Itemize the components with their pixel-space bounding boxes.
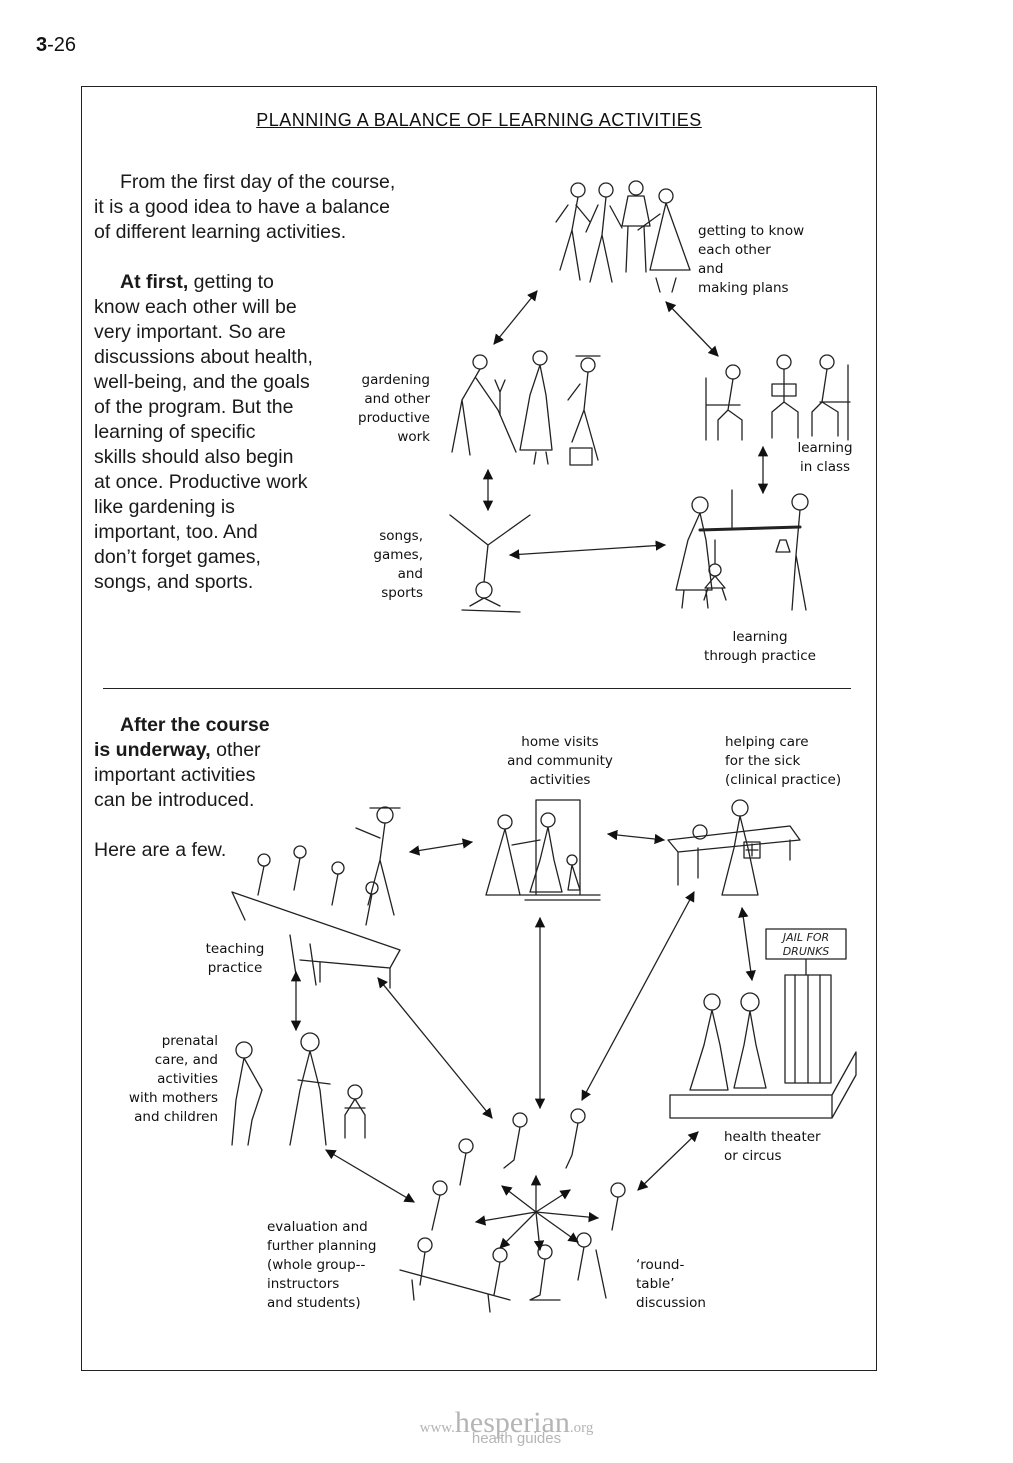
first-paragraph-line-11: important, too. And [94, 521, 258, 543]
label-roundtable: ‘round-table’discussion [636, 1257, 706, 1311]
after-line-2: is underway, other [94, 739, 261, 761]
after-here-are-few: Here are a few. [94, 839, 227, 861]
after-line-4: can be introduced. [94, 789, 255, 811]
after-line-1: After the course [120, 714, 270, 736]
first-paragraph-line-7: learning of specific [94, 421, 256, 443]
content-frame [81, 86, 877, 1371]
first-paragraph-line-5: well-being, and the goals [94, 371, 310, 393]
first-paragraph-line-12: don’t forget games, [94, 546, 261, 568]
intro-line-1: From the first day of the course, [120, 171, 396, 193]
first-paragraph-line-13: songs, and sports. [94, 571, 254, 593]
first-paragraph-line-6: of the program. But the [94, 396, 294, 418]
section-divider [103, 688, 851, 689]
first-paragraph-line-3: very important. So are [94, 321, 286, 343]
page-number: 3-26 [36, 34, 77, 56]
intro-line-3: of different learning activities. [94, 221, 347, 243]
footer-logo[interactable]: www.hesperian.org health guides [419, 1406, 594, 1447]
after-line-3: important activities [94, 764, 256, 786]
first-paragraph-line-9: at once. Productive work [94, 471, 308, 493]
page-title: PLANNING A BALANCE OF LEARNING ACTIVITIE… [256, 110, 702, 130]
first-paragraph-line-10: like gardening is [94, 496, 235, 518]
first-paragraph-line-8: skills should also begin [94, 446, 294, 468]
first-paragraph-line-1: At first, getting to [120, 271, 274, 293]
first-paragraph-line-4: discussions about health, [94, 346, 313, 368]
first-paragraph-line-2: know each other will be [94, 296, 297, 318]
intro-line-2: it is a good idea to have a balance [94, 196, 390, 218]
